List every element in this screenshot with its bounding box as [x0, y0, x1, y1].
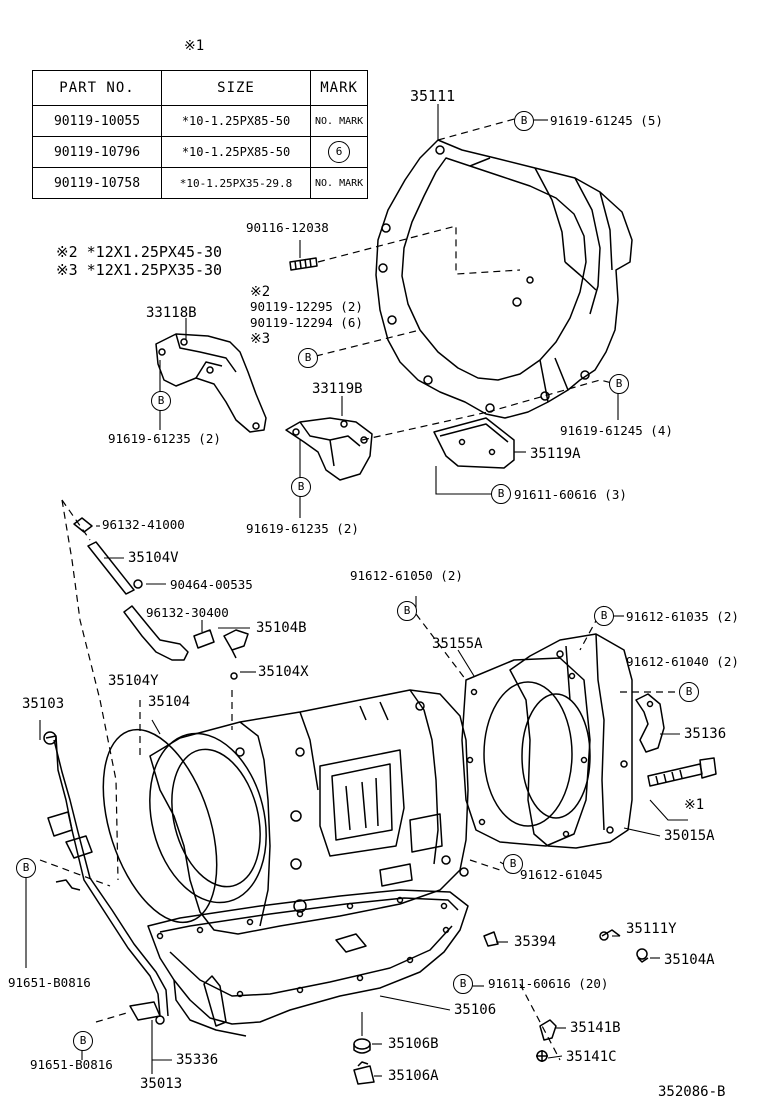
cell-part-no: 90119-10055	[32, 105, 162, 137]
label-35104Y: 35104Y	[108, 673, 159, 689]
col-header-part-no: PART NO.	[32, 70, 162, 106]
table-row: 90119-10758 *10-1.25PX35-29.8 NO. MARK	[32, 167, 369, 199]
col-header-size: SIZE	[161, 70, 311, 106]
label-91612-61035: 91612-61035 (2)	[626, 609, 739, 624]
bolt-mark-icon: B	[514, 111, 534, 131]
note-2-ref: ※2	[250, 284, 271, 300]
label-91612-61045: 91612-61045	[520, 867, 603, 882]
label-33118B: 33118B	[146, 305, 197, 321]
cell-part-no: 90119-10758	[32, 167, 162, 199]
o-ring-35104Y	[102, 728, 218, 924]
label-90464-00535: 90464-00535	[170, 577, 253, 592]
col-header-mark: MARK	[309, 70, 369, 106]
label-91619-61235-a: 91619-61235 (2)	[108, 431, 221, 446]
cell-size: *10-1.25PX85-50	[161, 105, 311, 137]
bracket-33119B	[285, 417, 373, 481]
note-3-ref: ※3	[250, 331, 271, 347]
bell-housing-35111	[375, 139, 633, 419]
label-35104A: 35104A	[664, 952, 715, 968]
label-91619-61235-b: 91619-61235 (2)	[246, 521, 359, 536]
bolt-mark-icon: B	[397, 601, 417, 621]
breather-hose-35104V	[73, 517, 249, 661]
bolt-note1	[647, 757, 717, 787]
bracket-35136	[635, 693, 665, 753]
cell-mark: NO. MARK	[309, 167, 369, 199]
label-35336: 35336	[176, 1052, 219, 1068]
bolt-mark-icon: B	[453, 974, 473, 994]
extension-housing-35015A	[509, 633, 633, 849]
small-parts	[230, 672, 649, 1085]
bolt-mark-icon: B	[594, 606, 614, 626]
diagram-id: 352086-B	[658, 1084, 726, 1100]
label-35394: 35394	[514, 934, 557, 950]
bracket-33118B	[155, 333, 267, 433]
cell-size: *10-1.25PX35-29.8	[161, 167, 311, 199]
plate-35119A	[433, 417, 515, 469]
label-35111Y: 35111Y	[626, 921, 677, 937]
bolt-mark-icon: B	[16, 858, 36, 878]
stud-90116-12038	[289, 257, 318, 271]
label-35013: 35013	[140, 1076, 183, 1092]
cell-part-no: 90119-10796	[32, 136, 162, 168]
dipstick-35103	[43, 731, 169, 1025]
label-35136: 35136	[684, 726, 727, 742]
label-35141B: 35141B	[570, 1020, 621, 1036]
cell-mark: 6	[309, 136, 369, 168]
note-1-ref: ※1	[684, 797, 705, 813]
label-35106B: 35106B	[388, 1036, 439, 1052]
bolt-mark-icon: B	[491, 484, 511, 504]
label-91611-60616-20: 91611-60616 (20)	[488, 976, 609, 991]
table-header-row: PART NO. SIZE MARK	[32, 70, 369, 106]
label-35106: 35106	[454, 1002, 497, 1018]
mark-number: 6	[335, 145, 343, 158]
table-row: 90119-10055 *10-1.25PX85-50 NO. MARK	[32, 105, 369, 137]
label-33119B: 33119B	[312, 381, 363, 397]
bolt-size-table: PART NO. SIZE MARK 90119-10055 *10-1.25P…	[32, 70, 369, 199]
bolt-mark-icon: B	[151, 391, 171, 411]
label-35104X: 35104X	[258, 664, 309, 680]
bolt-mark-icon: B	[298, 348, 318, 368]
label-91651-B0816-b: 91651-B0816	[30, 1057, 113, 1072]
label-35155A: 35155A	[432, 636, 483, 652]
label-35141C: 35141C	[566, 1049, 617, 1065]
label-91612-61040: 91612-61040 (2)	[626, 654, 739, 669]
label-91611-60616-3: 91611-60616 (3)	[514, 487, 627, 502]
bolt-mark-icon: B	[679, 682, 699, 702]
label-96132-30400: 96132-30400	[146, 605, 229, 620]
label-35104: 35104	[148, 694, 191, 710]
label-91612-61050: 91612-61050 (2)	[350, 568, 463, 583]
label-90119-12295: 90119-12295 (2)	[250, 299, 363, 314]
gasket-35155A	[461, 657, 591, 847]
label-35106A: 35106A	[388, 1068, 439, 1084]
label-91651-B0816-a: 91651-B0816	[8, 975, 91, 990]
label-96132-41000: 96132-41000	[102, 517, 185, 532]
transmission-case-35104	[149, 689, 469, 935]
bolt-mark-icon: B	[609, 374, 629, 394]
label-35119A: 35119A	[530, 446, 581, 462]
note-3: ※3 *12X1.25PX35-30	[56, 261, 223, 279]
label-35104V: 35104V	[128, 550, 179, 566]
table-row: 90119-10796 *10-1.25PX85-50 6	[32, 136, 369, 168]
cell-size: *10-1.25PX85-50	[161, 136, 311, 168]
oil-pan-35106	[147, 889, 469, 1037]
table-note-mark: ※1	[184, 38, 205, 54]
label-90116-12038: 90116-12038	[246, 220, 329, 235]
label-35103: 35103	[22, 696, 65, 712]
label-35104B: 35104B	[256, 620, 307, 636]
bolt-head-mark-icon: 6	[328, 141, 351, 163]
label-35111: 35111	[410, 87, 456, 105]
bolt-mark-icon: B	[73, 1031, 93, 1051]
bolt-mark-icon: B	[503, 854, 523, 874]
cell-mark: NO. MARK	[309, 105, 369, 137]
label-91619-61245-5: 91619-61245 (5)	[550, 113, 663, 128]
label-35015A: 35015A	[664, 828, 715, 844]
bolt-mark-icon: B	[291, 477, 311, 497]
label-90119-12294: 90119-12294 (6)	[250, 315, 363, 330]
note-2: ※2 *12X1.25PX45-30	[56, 243, 223, 261]
label-91619-61245-4: 91619-61245 (4)	[560, 423, 673, 438]
